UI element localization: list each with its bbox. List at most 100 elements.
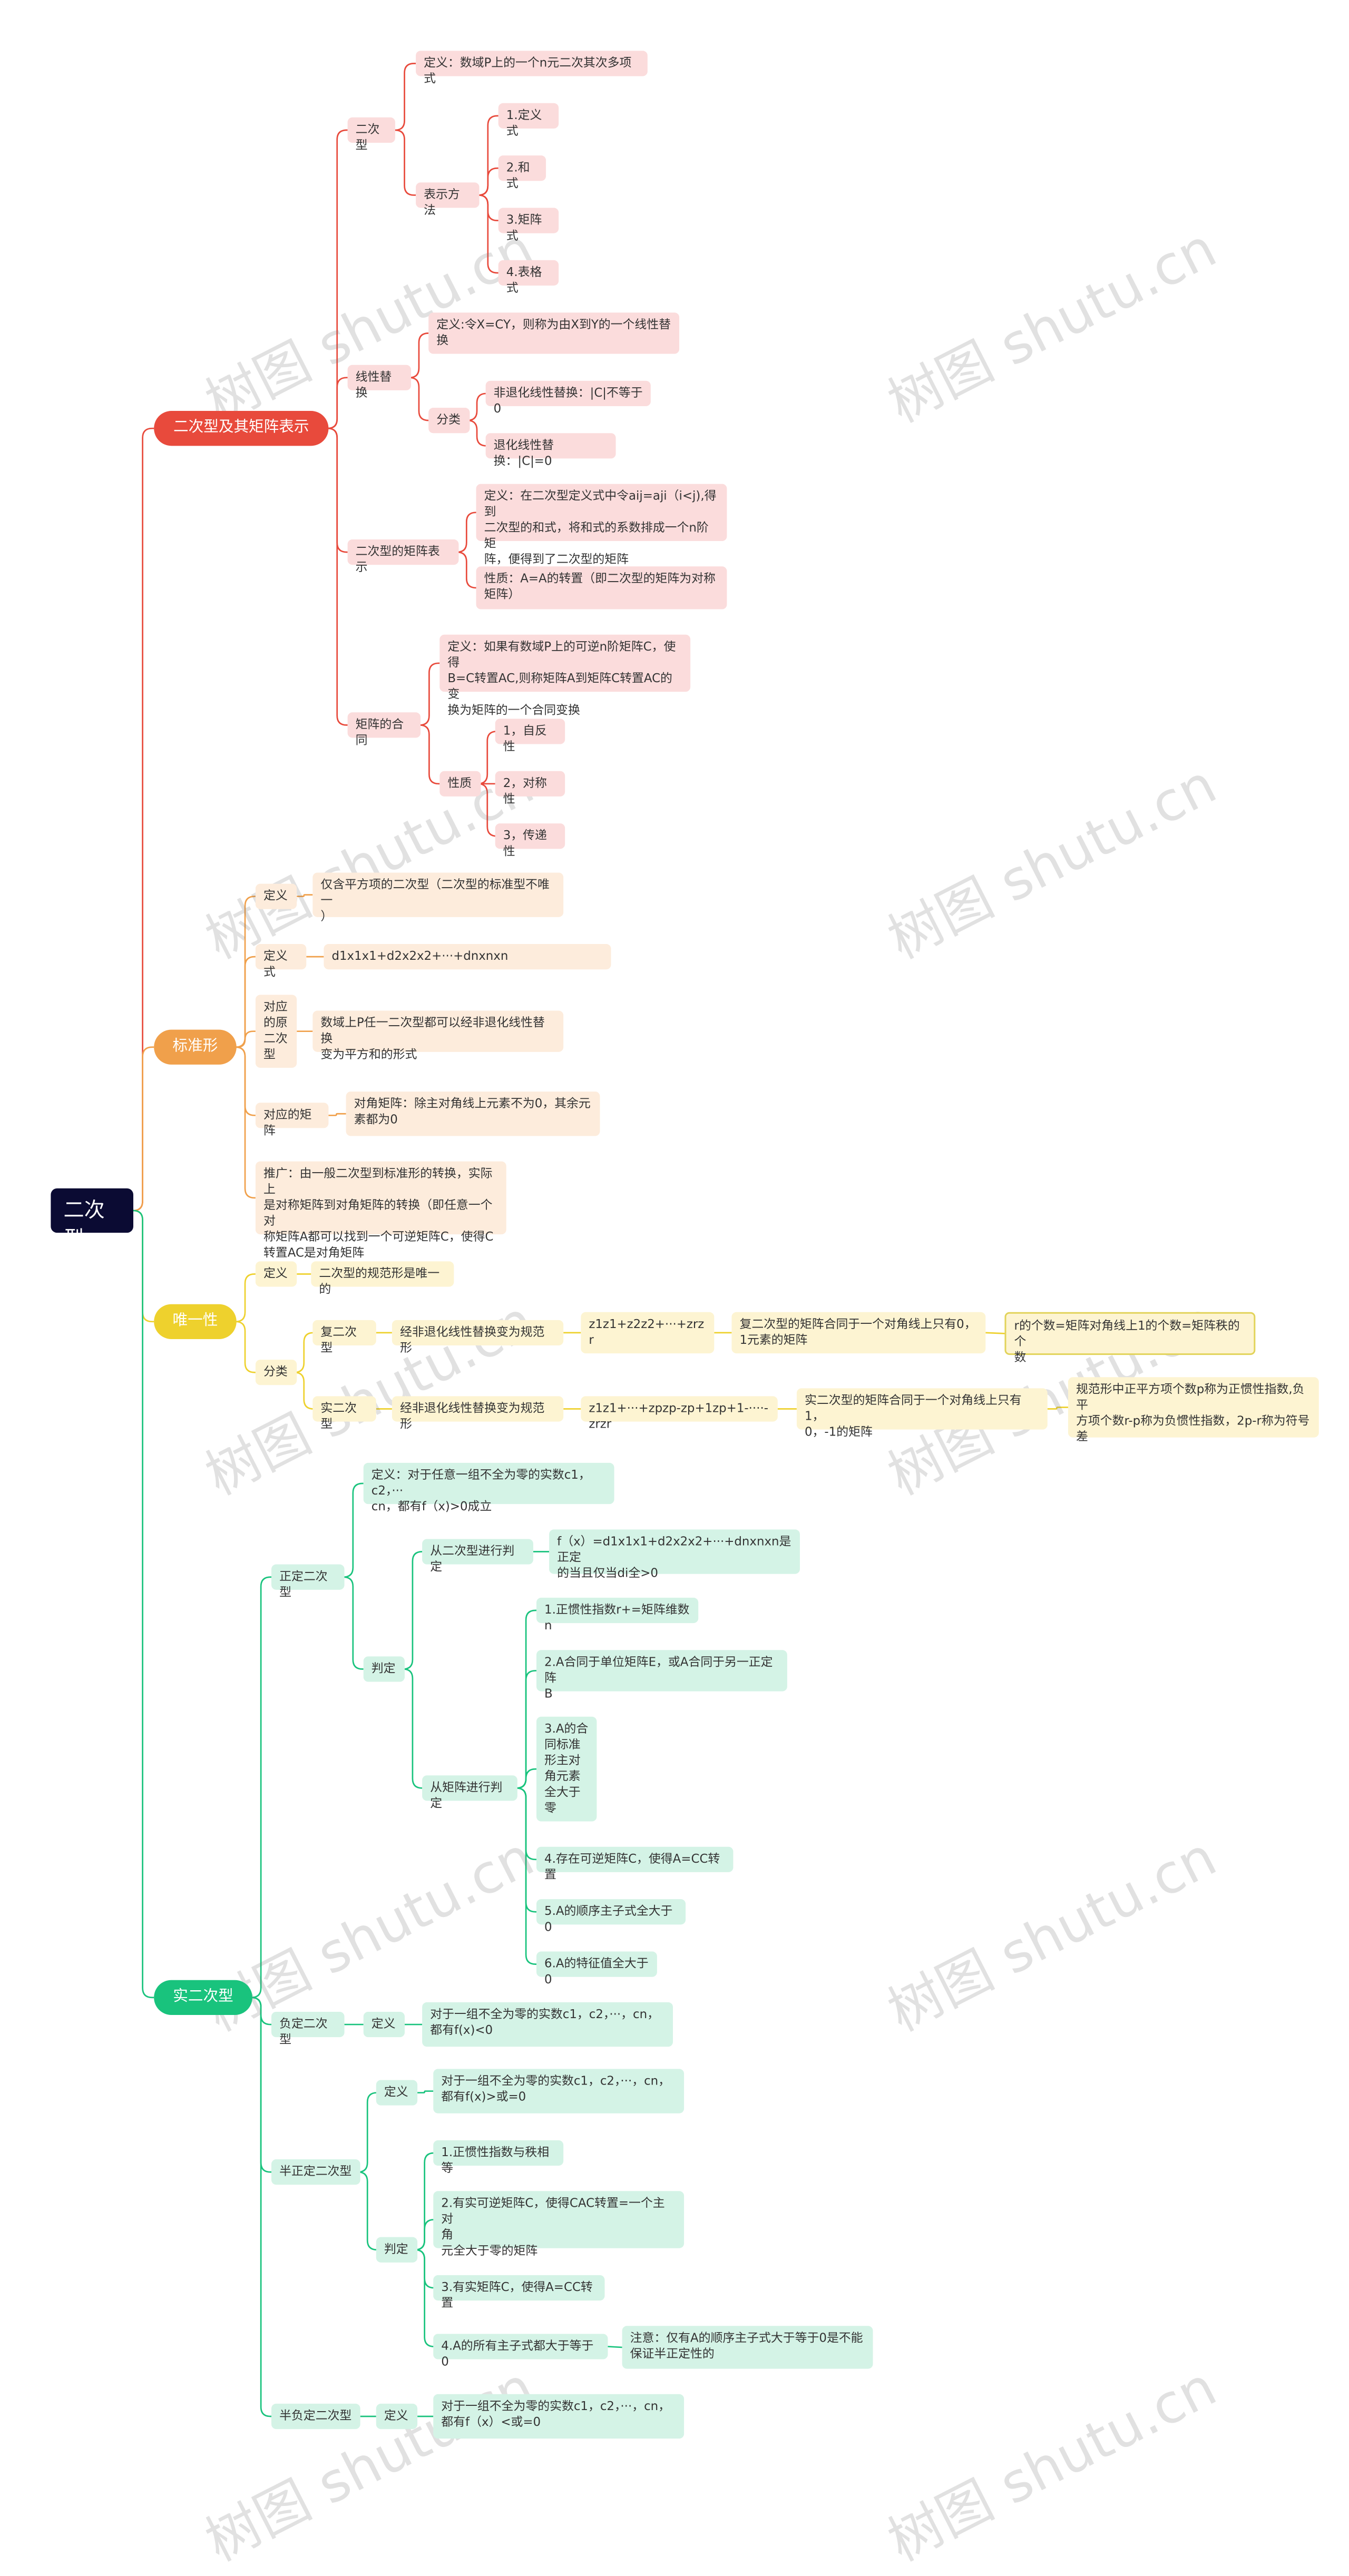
definition-text[interactable]: 仅含平方项的二次型（二次型的标准型不唯一 ）	[312, 872, 564, 923]
definition-node[interactable]: 定义：在二次型定义式中令aij=aji（i<j),得到 二次型的和式，将和式的系…	[476, 484, 727, 566]
property-node[interactable]: 性质	[439, 771, 481, 797]
definition-node[interactable]: 定义	[376, 2403, 418, 2430]
branch-uniqueness[interactable]: 唯一性	[154, 1304, 237, 1339]
form-criterion[interactable]: f（x）=d1x1x1+d2x2x2+···+dnxnxn是正定 的当且仅当di…	[549, 1529, 800, 1580]
connector	[403, 1551, 423, 1670]
connector	[343, 1482, 364, 1578]
connector	[235, 1273, 256, 1323]
matrix-label[interactable]: 对应的矩阵	[255, 1103, 329, 1137]
negative-definite-text[interactable]: 对于一组不全为零的实数c1，c2，···，cn， 都有f(x)<0	[422, 2002, 673, 2047]
definition-node[interactable]: 定义：对于任意一组不全为零的实数c1，c2，··· cn，都有f（x)>0成立	[363, 1462, 614, 1513]
method-matrix-form[interactable]: 3.矩阵式	[498, 208, 559, 243]
connector	[251, 1997, 272, 2417]
normalization-step[interactable]: 经非退化线性替换变为规范形	[392, 1320, 564, 1355]
judge-by-form[interactable]: 从二次型进行判定	[422, 1539, 533, 1574]
connector	[358, 2171, 377, 2251]
formula-text[interactable]: d1x1x1+d2x2x2+···+dnxnxn	[324, 944, 611, 970]
real-matrix-note[interactable]: 实二次型的矩阵合同于一个对角线上只有1， 0，-1的矩阵	[796, 1388, 1048, 1439]
classification-node[interactable]: 分类	[428, 408, 470, 434]
connector	[395, 63, 416, 131]
criterion-4[interactable]: 4.存在可逆矩阵C，使得A=CC转置	[536, 1846, 734, 1882]
method-definition-form[interactable]: 1.定义式	[498, 103, 559, 138]
branch-matrix-representation[interactable]: 二次型及其矩阵表示	[154, 411, 329, 446]
original-form-text[interactable]: 数域上P任一二次型都可以经非退化线性替换 变为平方和的形式	[312, 1010, 564, 1061]
definition-node[interactable]: 定义	[363, 2011, 405, 2038]
connector-lines	[133, 63, 1068, 2417]
real-canonical-formula[interactable]: z1z1+···+zpzp-zp+1zp+1-····-zrzr	[581, 1396, 778, 1431]
uniqueness-text[interactable]: 二次型的规范形是唯一的	[311, 1261, 454, 1296]
judge-by-matrix[interactable]: 从矩阵进行判定	[422, 1775, 517, 1810]
reflexivity[interactable]: 1，自反性	[495, 719, 565, 754]
connector	[235, 1321, 256, 1373]
formula-label[interactable]: 定义式	[255, 944, 307, 979]
topic-linear-substitution[interactable]: 线性替换	[347, 365, 412, 400]
judgement-node[interactable]: 判定	[376, 2237, 418, 2263]
connector	[1047, 1407, 1068, 1410]
inertia-index-note[interactable]: 规范形中正平方项个数p称为正惯性指数,负平 方项个数r-p称为负惯性指数，2p-…	[1068, 1377, 1319, 1444]
generalization-note[interactable]: 推广：由一般二次型到标准形的转换，实际上 是对称矩阵到对角矩阵的转换（即任意一个…	[255, 1161, 506, 1260]
complex-form[interactable]: 复二次型	[312, 1320, 376, 1355]
topic-matrix-representation[interactable]: 二次型的矩阵表示	[347, 539, 459, 574]
complex-matrix-note[interactable]: 复二次型的矩阵合同于一个对角线上只有0， 1元素的矩阵	[731, 1312, 986, 1354]
criterion-6[interactable]: 6.A的特征值全大于0	[536, 1951, 657, 1987]
connector	[478, 194, 498, 274]
connector	[409, 332, 429, 379]
connector	[294, 1371, 314, 1410]
connector	[133, 1210, 154, 1999]
normalization-step[interactable]: 经非退化线性替换变为规范形	[392, 1396, 564, 1431]
connector	[477, 783, 497, 837]
definition-node[interactable]: 定义:令X=CY，则称为由X到Y的一个线性替 换	[428, 312, 680, 354]
connector	[236, 1030, 256, 1048]
criterion-5[interactable]: 5.A的顺序主子式全大于0	[536, 1899, 686, 1934]
connector	[343, 1576, 364, 1670]
semidef-criterion-1[interactable]: 1.正惯性指数与秩相等	[433, 2140, 564, 2175]
property-node[interactable]: 性质：A=A的转置（即二次型的矩阵为对称 矩阵）	[476, 566, 727, 609]
negative-definite[interactable]: 负定二次型	[271, 2011, 345, 2047]
classification-node[interactable]: 分类	[255, 1360, 297, 1385]
criterion-2[interactable]: 2.A合同于单位矩阵E，或A合同于另一正定阵 B	[536, 1650, 787, 1701]
positive-semidefinite[interactable]: 半正定二次型	[271, 2159, 360, 2185]
definition-node[interactable]: 定义：数域P上的一个n元二次其次多项式	[416, 51, 648, 86]
criterion-1[interactable]: 1.正惯性指数r+=矩阵维数n	[536, 1597, 699, 1633]
diagonal-matrix-text[interactable]: 对角矩阵：除主对角线上元素不为0，其余元 素都为0	[346, 1092, 600, 1136]
negative-semidefinite-text[interactable]: 对于一组不全为零的实数c1，c2，···，cn， 都有f（x）<或=0	[433, 2394, 685, 2439]
connector	[467, 419, 487, 447]
degenerate-substitution[interactable]: 退化线性替换：|C|=0	[485, 433, 616, 468]
negative-semidefinite[interactable]: 半负定二次型	[271, 2403, 360, 2430]
topic-matrix-congruence[interactable]: 矩阵的合同	[347, 712, 421, 748]
root-node[interactable]: 二次型	[51, 1188, 133, 1252]
semidef-criterion-4[interactable]: 4.A的所有主子式都大于等于0	[433, 2334, 608, 2369]
semidefinite-text[interactable]: 对于一组不全为零的实数c1，c2，···，cn， 都有f(x)>或=0	[433, 2069, 685, 2113]
definition-node[interactable]: 定义	[255, 883, 297, 909]
definition-node[interactable]: 定义	[376, 2080, 418, 2106]
connector	[133, 1046, 154, 1212]
definition-node[interactable]: 定义：如果有数域P上的可逆n阶矩阵C，使得 B=C转置AC,则称矩阵A到矩阵C转…	[439, 634, 691, 717]
criterion-3[interactable]: 3.A的合 同标准 形主对 角元素 全大于 零	[536, 1716, 597, 1822]
connector	[297, 894, 313, 898]
complex-canonical-formula[interactable]: z1z1+z2z2+···+zrz r	[581, 1312, 715, 1354]
definition-node[interactable]: 定义	[255, 1261, 297, 1287]
connector	[415, 2249, 434, 2347]
semidef-criterion-2[interactable]: 2.有实可逆矩阵C，使得CAC转置=一个主对 角 元全大于零的矩阵	[433, 2191, 685, 2258]
method-table-form[interactable]: 4.表格式	[498, 260, 559, 295]
nondegenerate-substitution[interactable]: 非退化线性替换：|C|不等于0	[485, 380, 651, 416]
connector	[985, 1332, 1005, 1334]
connector	[395, 129, 416, 196]
original-form-label[interactable]: 对应 的原 二次 型	[255, 995, 297, 1068]
connector	[419, 724, 440, 785]
positive-definite[interactable]: 正定二次型	[271, 1564, 345, 1599]
branch-standard-form[interactable]: 标准形	[154, 1029, 237, 1065]
transitivity[interactable]: 3，传递性	[495, 823, 565, 858]
topic-quadratic-form[interactable]: 二次型	[347, 117, 395, 152]
real-form[interactable]: 实二次型	[312, 1396, 376, 1431]
branch-real-quadratic[interactable]: 实二次型	[154, 1980, 252, 2015]
judgement-node[interactable]: 判定	[363, 1656, 405, 1682]
rank-note[interactable]: r的个数=矩阵对角线上1的个数=矩阵秩的个 数	[1004, 1312, 1256, 1364]
connector	[478, 167, 498, 196]
semidef-criterion-3[interactable]: 3.有实矩阵C，使得A=CC转置	[433, 2275, 605, 2310]
semidef-warning-note[interactable]: 注意：仅有A的顺序主子式大于等于0是不能 保证半正定性的	[622, 2326, 873, 2369]
symmetry[interactable]: 2，对称性	[495, 771, 565, 806]
method-sum-form[interactable]: 2.和式	[498, 155, 546, 190]
connector	[133, 427, 154, 1212]
representation-methods[interactable]: 表示方法	[416, 182, 480, 218]
